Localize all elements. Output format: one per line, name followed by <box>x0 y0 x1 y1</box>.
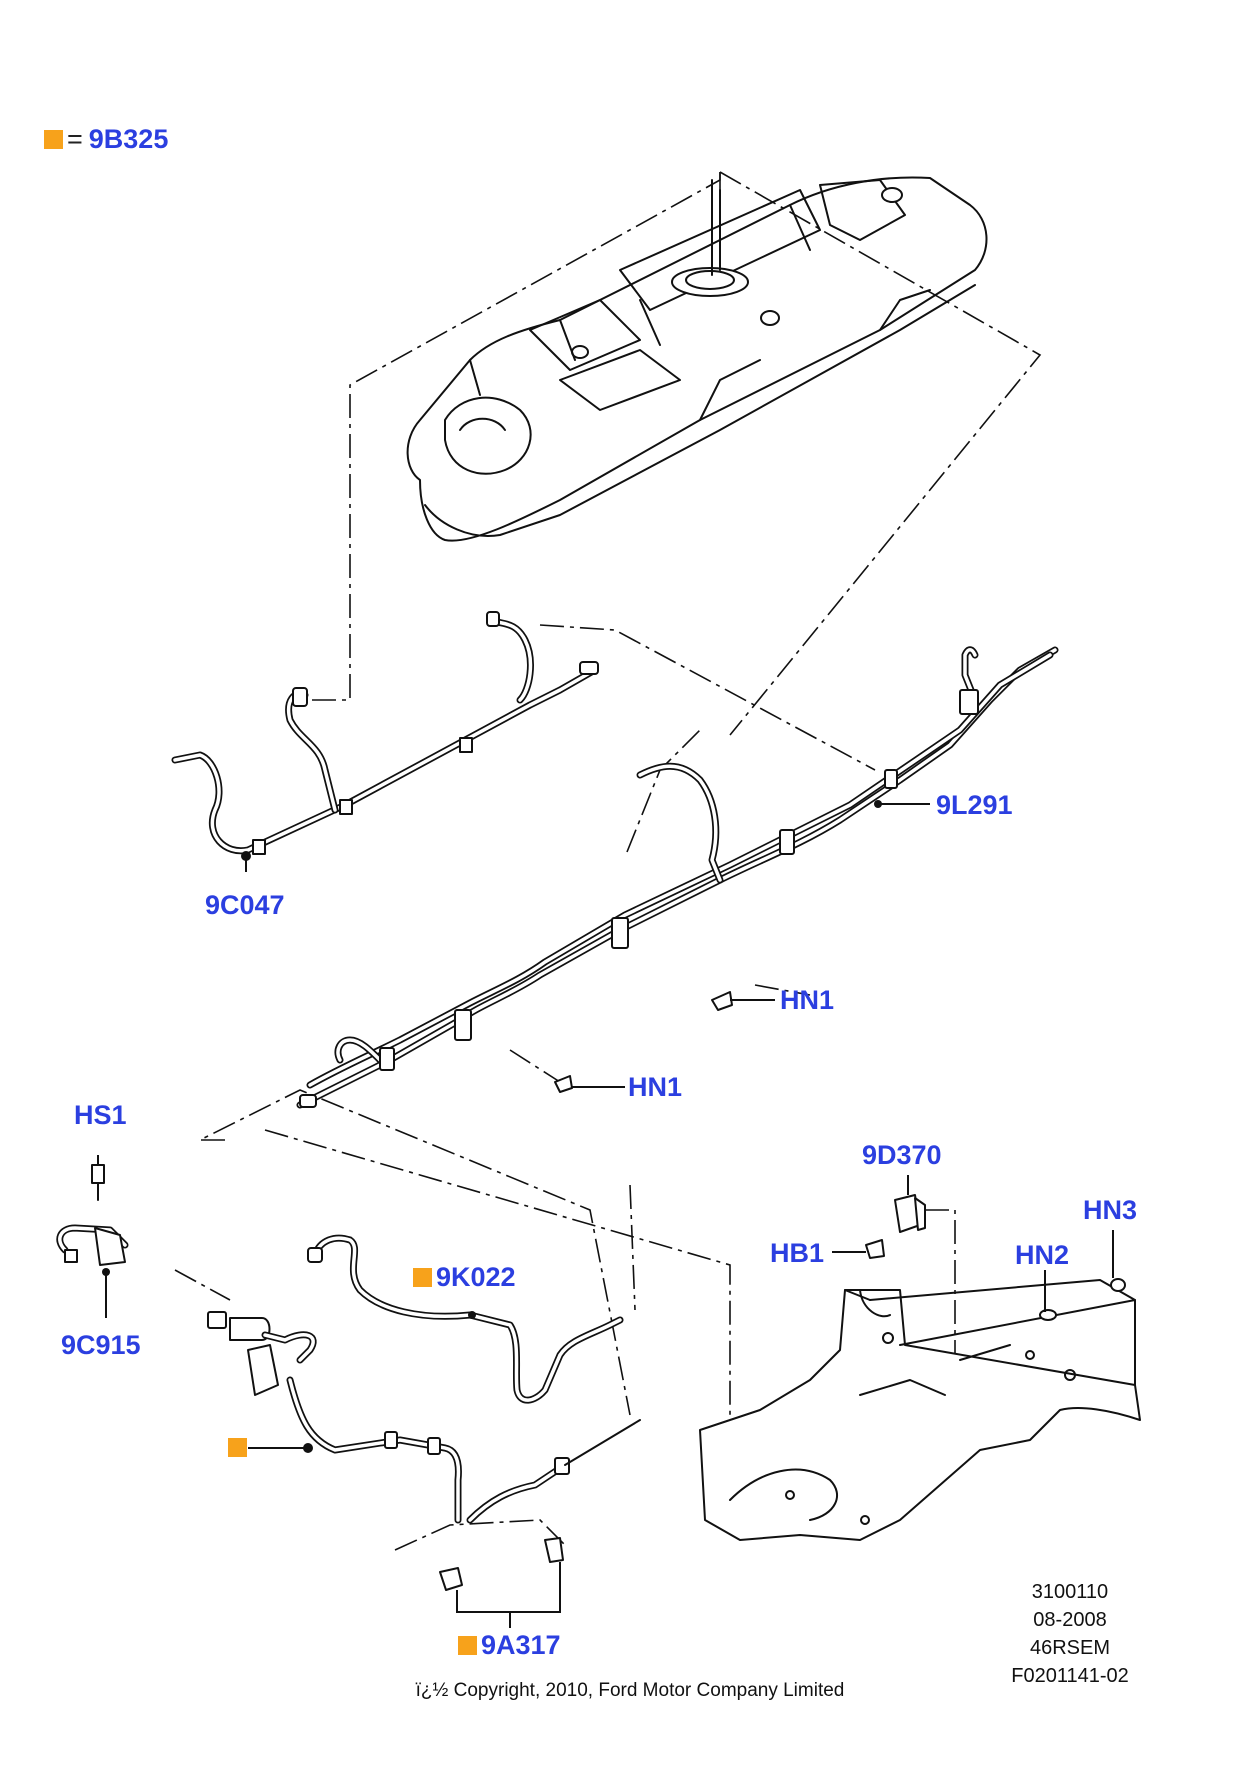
callout-9k022-label: 9K022 <box>436 1262 516 1292</box>
clips-9A317 <box>439 1537 564 1628</box>
meta-line-1: 3100110 <box>1031 1581 1109 1603</box>
callout-leaders <box>97 803 1114 1449</box>
meta-line-4: F0201141-02 <box>1011 1665 1129 1687</box>
callout-9k022-swatch <box>413 1268 432 1287</box>
fuel-line-9L291 <box>296 646 1059 1109</box>
callout-9d370: 9D370 <box>862 1140 942 1170</box>
fuel-line-9K022 <box>307 1234 624 1404</box>
copyright-notice: ï¿½ Copyright, 2010, Ford Motor Company … <box>415 1680 845 1701</box>
assembly-guide-lines <box>174 171 1042 1551</box>
bracket-9D370 <box>894 1194 926 1233</box>
legend-swatch <box>44 130 63 149</box>
legend: =9B325 <box>44 124 168 154</box>
fuel-tank-illustration <box>406 176 988 542</box>
callout-9l291: 9L291 <box>936 790 1013 820</box>
fuel-filter-line-assembly <box>207 1311 641 1524</box>
meta-line-3: 46RSEM <box>1029 1637 1111 1659</box>
vehicle-frame-illustration <box>699 1279 1141 1541</box>
bolt-hb1 <box>865 1239 885 1259</box>
bracket-9C915 <box>56 1164 129 1276</box>
callout-hs1: HS1 <box>74 1100 127 1130</box>
callout-hn2: HN2 <box>1015 1240 1070 1270</box>
callout-hb1: HB1 <box>770 1238 825 1268</box>
nut-hn1-upper <box>711 991 733 1011</box>
callout-hn1-lower: HN1 <box>628 1072 683 1102</box>
callout-hn1-upper: HN1 <box>780 985 835 1015</box>
callout-9k022: 9K022 <box>413 1262 516 1292</box>
callout-9a317-swatch <box>458 1636 477 1655</box>
drawing-metadata: 3100110 08-2008 46RSEM F0201141-02 <box>990 1578 1150 1690</box>
callout-9b325-swatch <box>228 1438 247 1457</box>
fuel-line-9C047 <box>171 611 599 861</box>
nut-hn1-lower <box>554 1075 573 1093</box>
nut-hn2 <box>1039 1309 1057 1321</box>
callout-9c915: 9C915 <box>61 1330 141 1360</box>
callout-hn3: HN3 <box>1083 1195 1138 1225</box>
nut-hn3 <box>1110 1278 1126 1292</box>
meta-line-2: 08-2008 <box>1033 1609 1107 1631</box>
callout-9a317: 9A317 <box>458 1630 561 1660</box>
callout-9a317-label: 9A317 <box>481 1630 561 1660</box>
callout-9c047: 9C047 <box>205 890 285 920</box>
legend-part-number: 9B325 <box>88 124 169 154</box>
legend-equals: = <box>67 124 83 154</box>
